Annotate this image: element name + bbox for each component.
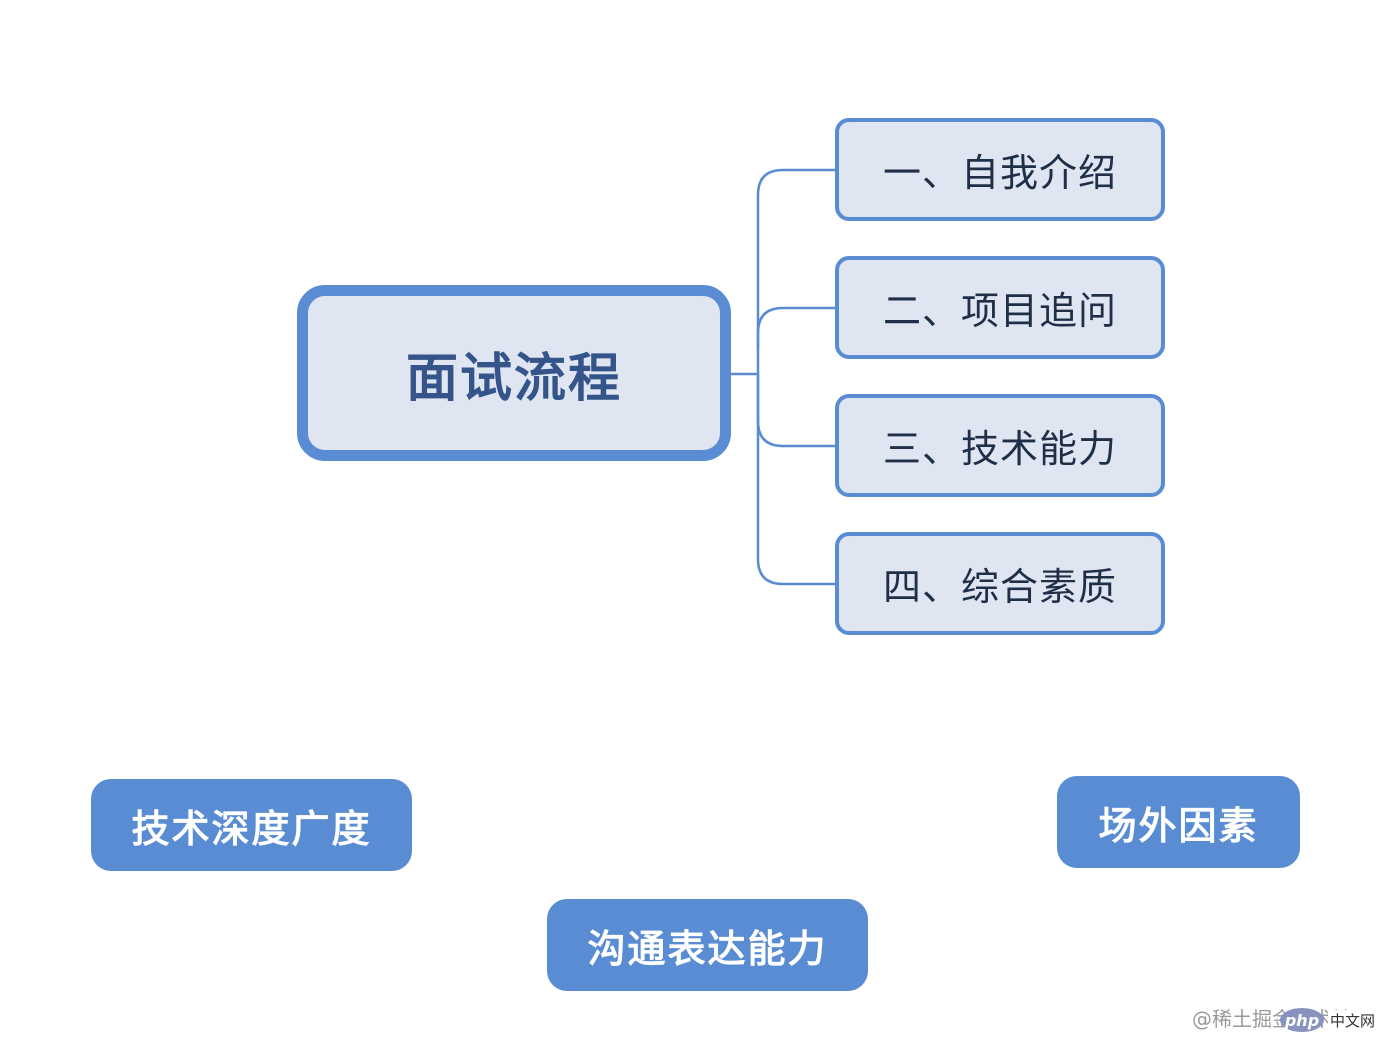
site-watermark: php 中文网 [1280,1008,1378,1032]
tag-external-factors: 场外因素 [1057,776,1300,868]
branch-node-label: 四、综合素质 [882,565,1117,609]
php-logo: php [1280,1008,1324,1032]
root-node: 面试流程 [297,285,731,461]
tag-label: 沟通表达能力 [587,926,828,971]
connector-branch-4 [756,374,835,586]
connector-branch-1 [756,168,835,350]
tag-communication-ability: 沟通表达能力 [547,899,868,991]
branch-node-self-introduction: 一、自我介绍 [835,118,1165,221]
tag-label: 场外因素 [1098,803,1259,848]
connector-branch-3 [756,374,835,448]
tag-label: 技术深度广度 [131,806,372,851]
php-site-label: 中文网 [1328,1009,1378,1031]
connector-branch-2 [756,306,835,374]
branch-node-label: 二、项目追问 [882,289,1117,333]
tag-technical-depth-breadth: 技术深度广度 [91,779,412,871]
branch-node-project-questions: 二、项目追问 [835,256,1165,359]
branch-node-label: 三、技术能力 [882,427,1117,471]
root-node-label: 面试流程 [405,348,622,409]
branch-node-technical-ability: 三、技术能力 [835,394,1165,497]
branch-node-label: 一、自我介绍 [882,151,1117,195]
branch-node-overall-quality: 四、综合素质 [835,532,1165,635]
